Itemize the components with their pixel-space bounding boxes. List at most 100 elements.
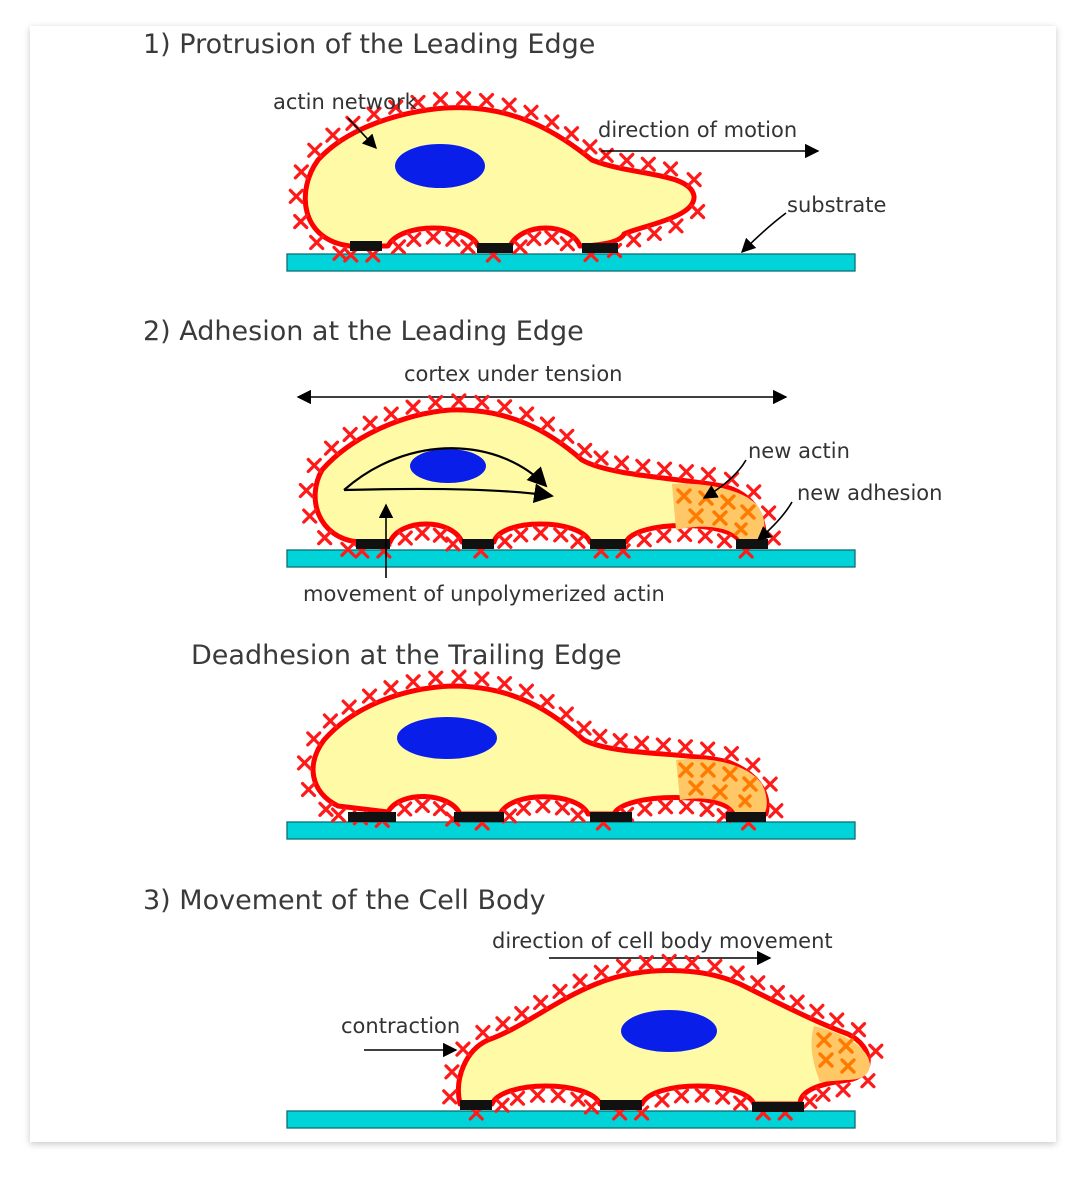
actin-crosslink	[397, 530, 413, 546]
actin-crosslink	[494, 1097, 510, 1113]
adhesion-pad	[590, 812, 632, 822]
adhesion-pad	[600, 1100, 642, 1110]
actin-crosslink	[535, 798, 551, 814]
label-substrate: substrate	[787, 193, 886, 217]
actin-crosslink	[288, 188, 304, 204]
actin-crosslink	[414, 797, 430, 814]
actin-crosslink	[406, 231, 422, 248]
adhesion-pad	[356, 539, 390, 549]
actin-crosslink	[656, 527, 672, 544]
actin-crosslink	[715, 1089, 731, 1105]
new-actin-crosslinks	[678, 762, 758, 808]
actin-crosslink	[410, 94, 426, 110]
actin-crosslink	[559, 236, 576, 252]
actin-crosslink	[388, 99, 404, 115]
actin-crosslink	[341, 699, 357, 715]
actin-crosslink	[460, 239, 476, 255]
new-adhesion-pointer	[756, 501, 793, 541]
actin-crosslink	[445, 536, 461, 552]
actin-crosslink	[293, 213, 309, 230]
heading-movement: 3) Movement of the Cell Body	[143, 885, 546, 916]
actin-crosslink	[533, 994, 549, 1011]
actin-crosslink	[633, 735, 650, 751]
substrate-bar	[286, 549, 856, 568]
actin-crosslink	[533, 525, 549, 541]
actin-crosslink	[514, 1005, 530, 1022]
actin-crosslink	[835, 1082, 851, 1098]
actin-crosslink	[474, 671, 490, 687]
actin-network-pointer	[347, 117, 377, 150]
actin-crosslink	[302, 508, 318, 524]
actin-crosslink	[552, 983, 568, 999]
actin-crosslink	[414, 525, 430, 541]
actin-crosslink	[306, 731, 322, 747]
new-actin-pointer	[702, 459, 747, 499]
adhesion-pad	[582, 243, 618, 253]
actin-crosslink	[678, 799, 695, 815]
adhesion-pad	[477, 243, 513, 253]
actin-crosslink	[612, 733, 628, 749]
actin-crosslink	[539, 693, 555, 710]
actin-crosslink	[405, 399, 421, 415]
actin-crosslink	[593, 964, 609, 980]
label-cortex-under-tension: cortex under tension	[404, 362, 623, 386]
actin-crosslinks	[298, 393, 781, 559]
adhesion-pad	[752, 1102, 804, 1112]
flow-arrow-lower	[343, 483, 554, 504]
actin-crosslink	[678, 464, 694, 480]
actin-crosslink	[529, 1087, 546, 1103]
actin-crosslink	[342, 426, 358, 443]
new-adhesion-pad	[736, 539, 768, 549]
actin-crosslink	[427, 394, 444, 411]
actin-crosslink	[397, 801, 413, 817]
adhesion-pad	[460, 1100, 492, 1110]
actin-crosslink	[577, 442, 593, 459]
actin-crosslink	[432, 527, 449, 543]
actin-crosslink	[646, 225, 662, 242]
actin-crosslink	[668, 218, 684, 234]
actin-crosslink	[868, 1043, 884, 1059]
actin-crosslink	[544, 229, 560, 246]
actin-crosslink	[640, 156, 656, 172]
actin-crosslink	[676, 526, 693, 543]
actin-crosslink	[592, 728, 608, 745]
actin-crosslink	[662, 161, 679, 177]
actin-crosslink	[707, 958, 723, 974]
actin-crosslink	[526, 231, 542, 247]
actin-crosslinks	[296, 669, 784, 831]
actin-crosslink	[750, 975, 766, 991]
actin-crosslink	[815, 1086, 831, 1102]
actin-crosslink	[323, 440, 340, 456]
actin-crosslink	[455, 91, 472, 107]
actin-crosslink	[723, 471, 740, 487]
actin-crosslink	[626, 232, 642, 248]
panel-movement: 3) Movement of the Cell Body direction o…	[143, 885, 884, 1129]
substrate-bar	[286, 1110, 856, 1129]
actin-crosslink	[474, 394, 490, 411]
actin-crosslink	[425, 229, 441, 245]
actin-crosslink	[390, 239, 407, 255]
actin-crosslink	[850, 1022, 867, 1038]
actin-crosslink	[733, 1095, 749, 1111]
actin-crosslink	[700, 467, 716, 483]
actin-crosslink	[768, 803, 784, 819]
flow-arrow-upper	[343, 447, 548, 491]
substrate-pointer	[740, 212, 787, 254]
actin-crosslink	[383, 680, 399, 696]
actin-crosslink	[789, 994, 805, 1010]
heading-adhesion: 2) Adhesion at the Leading Edge	[143, 316, 584, 347]
actin-crosslink	[729, 965, 745, 981]
actin-crosslink	[582, 139, 598, 155]
actin-crosslink	[765, 530, 781, 546]
actin-crosslink	[405, 674, 421, 690]
actin-crosslink	[518, 406, 535, 422]
label-new-actin: new actin	[748, 439, 850, 463]
actin-crosslink	[293, 164, 309, 180]
actin-crosslink	[501, 97, 517, 113]
actin-crosslink	[700, 741, 716, 757]
label-contraction: contraction	[341, 1014, 460, 1038]
actin-crosslink	[432, 91, 449, 107]
actin-crosslink	[723, 746, 740, 762]
actin-crosslink	[539, 416, 556, 432]
